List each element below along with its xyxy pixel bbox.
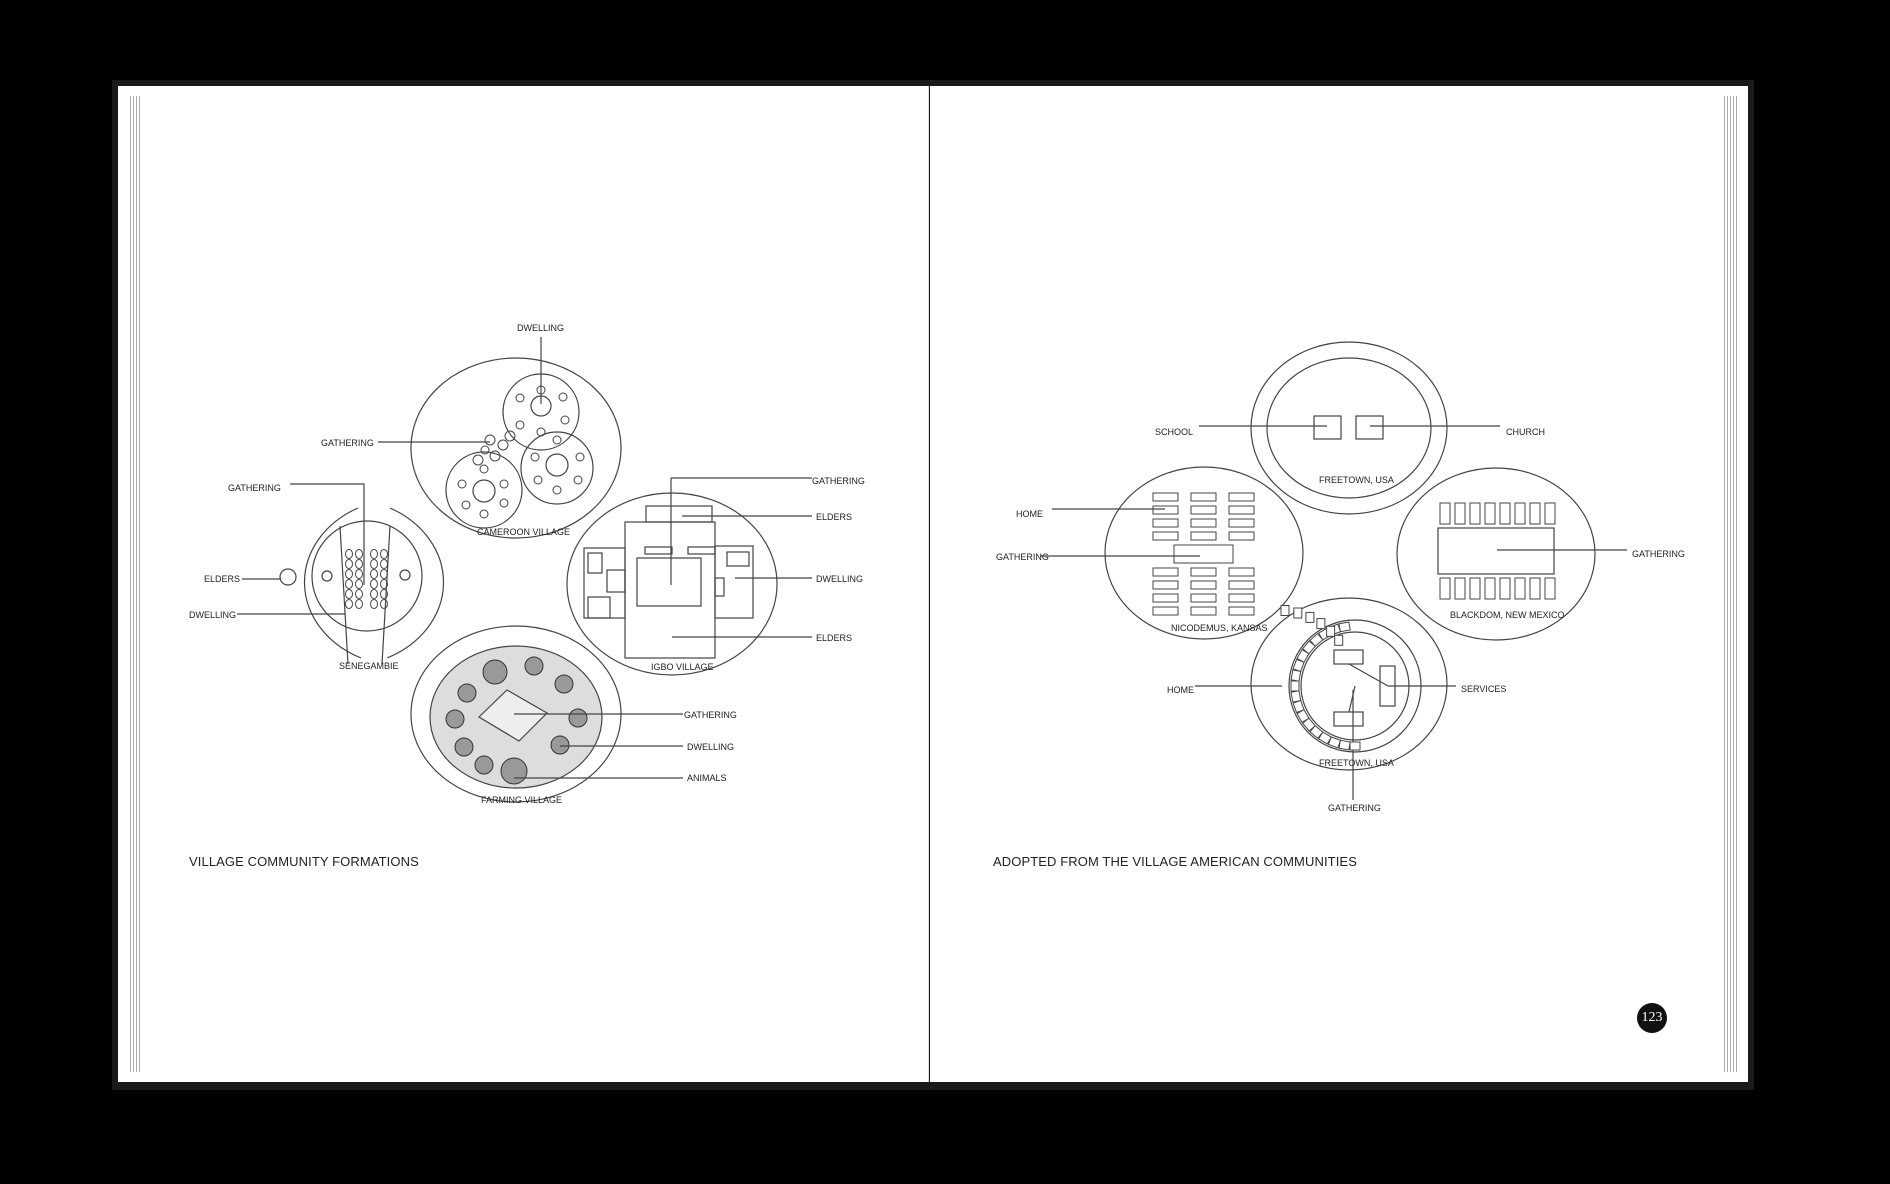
label-freetown-church: CHURCH: [1506, 427, 1545, 437]
diagram-cameroon-village: [378, 337, 622, 539]
label-igbo-elders-top: ELDERS: [816, 512, 852, 522]
house-marker: [1327, 736, 1342, 749]
house-marker: [1302, 717, 1316, 732]
diagram-title-freetown-bottom: FREETOWN, USA: [1319, 758, 1394, 768]
diagram-farming-village: [410, 625, 683, 803]
label-blackdom-gathering: GATHERING: [1632, 549, 1685, 559]
label-senegambie-elders: ELDERS: [204, 574, 240, 584]
house-marker: [1316, 618, 1326, 630]
diagram-senegambie: [237, 483, 445, 665]
page-number-badge: 123: [1637, 1003, 1667, 1033]
diagram-title-senegambie: SENEGAMBIE: [339, 661, 399, 671]
house-marker: [1290, 669, 1302, 682]
diagram-freetown-top: [1199, 341, 1500, 515]
diagram-blackdom: [1396, 467, 1627, 641]
house-marker: [1326, 625, 1336, 637]
left-page: [118, 86, 929, 1082]
right-page-caption: ADOPTED FROM THE VILLAGE AMERICAN COMMUN…: [993, 854, 1357, 869]
label-farming-animals: ANIMALS: [687, 773, 727, 783]
house-marker: [1334, 634, 1344, 646]
house-marker: [1302, 640, 1316, 655]
diagram-title-igbo: IGBO VILLAGE: [651, 662, 714, 672]
house-marker: [1290, 680, 1300, 692]
label-freetown-gathering: GATHERING: [1328, 803, 1381, 813]
ring-of-houses: [1280, 605, 1361, 751]
house-marker: [1292, 658, 1305, 673]
label-igbo-elders-bottom: ELDERS: [816, 633, 852, 643]
house-marker: [1293, 607, 1303, 619]
label-cameroon-dwelling: DWELLING: [517, 323, 564, 333]
label-senegambie-dwelling: DWELLING: [189, 610, 236, 620]
house-marker: [1280, 605, 1290, 616]
label-senegambie-gathering: GATHERING: [228, 483, 281, 493]
house-marker: [1338, 621, 1351, 633]
diagram-title-freetown-top: FREETOWN, USA: [1319, 475, 1394, 485]
label-farming-gathering: GATHERING: [684, 710, 737, 720]
label-nicodemus-gathering: GATHERING: [996, 552, 1049, 562]
label-igbo-dwelling: DWELLING: [816, 574, 863, 584]
label-cameroon-gathering: GATHERING: [321, 438, 374, 448]
diagram-igbo-village: [566, 477, 812, 676]
label-igbo-gathering: GATHERING: [812, 476, 865, 486]
diagram-title-farming: FARMING VILLAGE: [481, 795, 562, 805]
page-edges-left: [128, 96, 142, 1072]
label-freetown-school: SCHOOL: [1155, 427, 1193, 437]
page-edges-right: [1724, 96, 1738, 1072]
label-nicodemus-home: HOME: [1016, 509, 1043, 519]
house-marker: [1290, 690, 1302, 703]
house-marker: [1292, 699, 1305, 714]
diagram-title-blackdom: BLACKDOM, NEW MEXICO: [1450, 610, 1565, 620]
diagram-nicodemus: [1040, 466, 1304, 640]
house-marker: [1296, 708, 1310, 724]
house-marker: [1309, 725, 1324, 739]
house-marker: [1317, 731, 1333, 745]
house-marker: [1349, 741, 1361, 751]
label-freetown-home: HOME: [1167, 685, 1194, 695]
diagram-title-cameroon: CAMEROON VILLAGE: [477, 527, 570, 537]
house-marker: [1338, 739, 1351, 751]
diagram-title-nicodemus: NICODEMUS, KANSAS: [1171, 623, 1268, 633]
house-marker: [1296, 648, 1310, 664]
house-marker: [1309, 633, 1324, 647]
diagram-freetown-bottom: [1195, 597, 1456, 800]
house-marker: [1305, 611, 1315, 623]
label-freetown-services: SERVICES: [1461, 684, 1506, 694]
right-page: [930, 86, 1748, 1082]
left-page-caption: VILLAGE COMMUNITY FORMATIONS: [189, 854, 419, 869]
label-farming-dwelling: DWELLING: [687, 742, 734, 752]
